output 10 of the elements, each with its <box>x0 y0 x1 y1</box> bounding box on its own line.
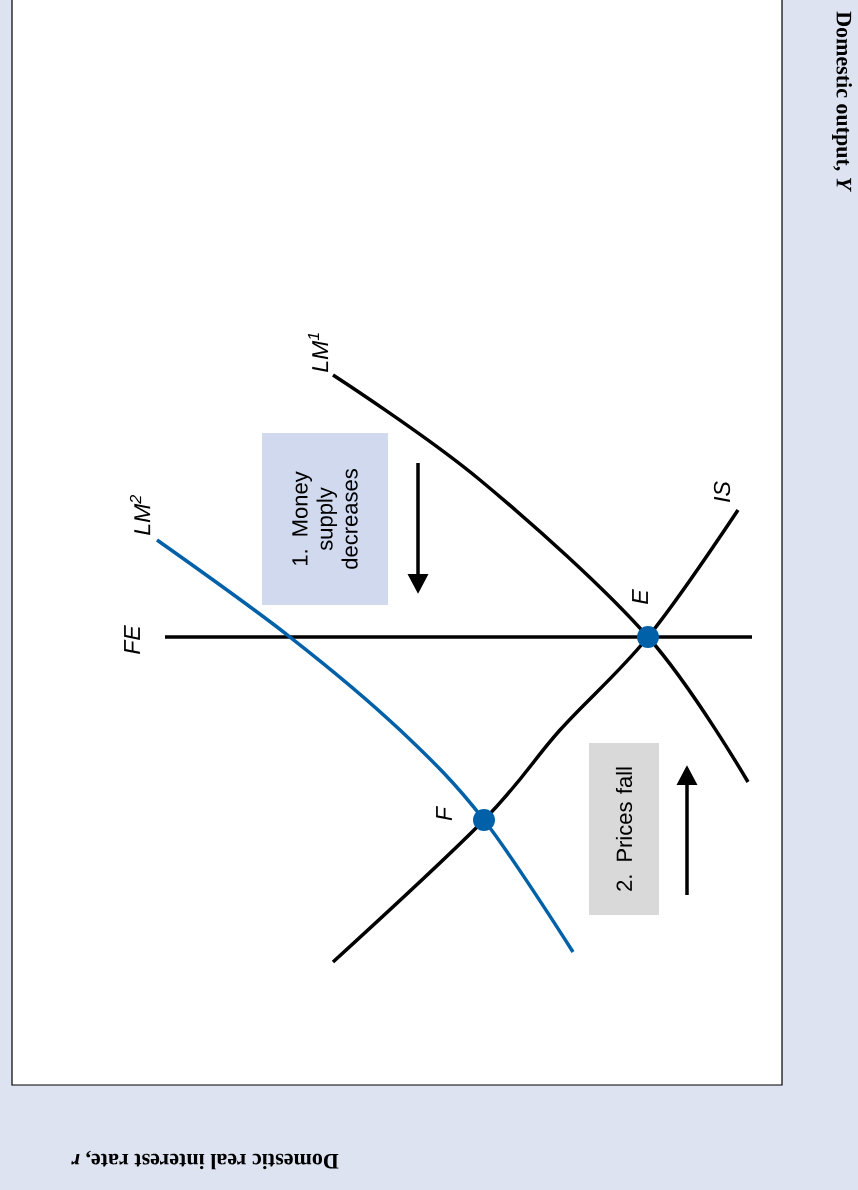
axis-title: Domestic real interest rate, r <box>71 1150 339 1170</box>
point-label: E <box>632 589 648 604</box>
curve-label: LM$^{2}$ <box>129 495 151 535</box>
axis-title: Domestic output, Y <box>832 11 852 192</box>
point-label: F <box>436 805 452 821</box>
curve-label: FE <box>124 625 140 654</box>
curve-label: IS <box>713 481 731 502</box>
text-box: 1. Money supply decreases <box>262 433 388 605</box>
text-box: 2. Prices fall <box>589 743 659 915</box>
curve-label: LM$^{1}$ <box>307 333 329 372</box>
